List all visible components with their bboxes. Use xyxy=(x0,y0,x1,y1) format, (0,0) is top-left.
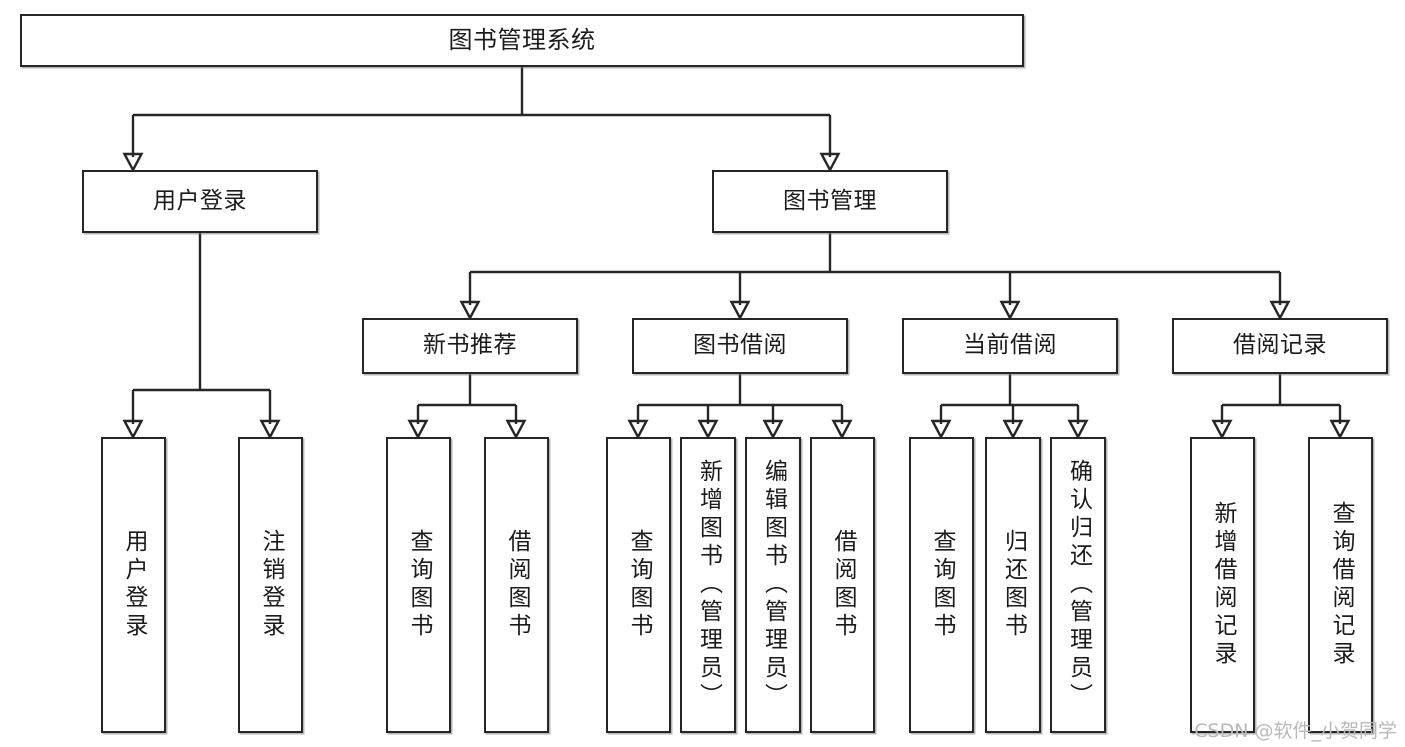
node-label: 归还图书 xyxy=(1000,529,1027,641)
arrowhead-8 xyxy=(407,419,429,440)
arrowhead-18 xyxy=(1329,419,1351,440)
arrowhead-7 xyxy=(259,419,281,440)
node-label: 查询图书 xyxy=(929,529,955,641)
node-label: 查询借阅记录 xyxy=(1328,501,1354,669)
node-label: 借阅图书 xyxy=(830,529,856,641)
arrowhead-0 xyxy=(122,152,144,173)
node-book-manage[interactable]: 图书管理 xyxy=(712,170,948,233)
arrowhead-10 xyxy=(627,419,649,440)
node-label: 用户登录 xyxy=(121,529,147,641)
node-label: 新增图书（管理员） xyxy=(695,459,722,711)
connector-group xyxy=(122,67,1351,440)
arrowhead-12 xyxy=(762,419,784,440)
node-label: 借阅图书 xyxy=(504,529,530,641)
node-leaf-add-book[interactable]: 新增图书（管理员） xyxy=(680,437,736,733)
node-leaf-confirm-return[interactable]: 确认归还（管理员） xyxy=(1050,437,1106,733)
node-label: 新增借阅记录 xyxy=(1210,501,1236,669)
node-current-borrow[interactable]: 当前借阅 xyxy=(902,318,1118,374)
node-book-borrow[interactable]: 图书借阅 xyxy=(632,318,848,374)
node-label: 图书管理 xyxy=(783,187,877,214)
node-label: 注销登录 xyxy=(258,529,284,641)
node-leaf-query-book-1[interactable]: 查询图书 xyxy=(386,437,451,733)
node-leaf-return-book[interactable]: 归还图书 xyxy=(985,437,1041,733)
node-new-book-recommend[interactable]: 新书推荐 xyxy=(362,318,578,374)
node-label: 图书管理系统 xyxy=(448,26,596,55)
arrowhead-11 xyxy=(697,419,719,440)
node-user-login[interactable]: 用户登录 xyxy=(82,170,318,233)
node-leaf-add-record[interactable]: 新增借阅记录 xyxy=(1190,437,1255,733)
node-leaf-query-book-2[interactable]: 查询图书 xyxy=(606,437,671,733)
node-label: 查询图书 xyxy=(626,529,652,641)
node-leaf-query-record[interactable]: 查询借阅记录 xyxy=(1308,437,1373,733)
arrowhead-1 xyxy=(819,152,841,173)
arrowhead-6 xyxy=(122,419,144,440)
node-leaf-logout[interactable]: 注销登录 xyxy=(238,437,303,733)
arrowhead-17 xyxy=(1211,419,1233,440)
node-leaf-user-login[interactable]: 用户登录 xyxy=(101,437,166,733)
node-root[interactable]: 图书管理系统 xyxy=(20,14,1024,67)
node-label: 借阅记录 xyxy=(1233,332,1327,359)
arrowhead-14 xyxy=(930,419,952,440)
arrowhead-4 xyxy=(999,300,1021,321)
node-label: 编辑图书（管理员） xyxy=(760,459,787,711)
node-leaf-query-book-3[interactable]: 查询图书 xyxy=(909,437,974,733)
arrowhead-16 xyxy=(1067,419,1089,440)
node-label: 新书推荐 xyxy=(423,332,517,359)
node-label: 查询图书 xyxy=(406,529,432,641)
node-label: 图书借阅 xyxy=(693,332,787,359)
node-borrow-record[interactable]: 借阅记录 xyxy=(1172,318,1388,374)
watermark-text: CSDN @软件_小贺同学 xyxy=(1194,720,1397,742)
arrowhead-9 xyxy=(505,419,527,440)
arrowhead-5 xyxy=(1269,300,1291,321)
arrowhead-3 xyxy=(729,300,751,321)
node-label: 当前借阅 xyxy=(963,332,1057,359)
node-label: 确认归还（管理员） xyxy=(1065,459,1092,711)
node-leaf-edit-book[interactable]: 编辑图书（管理员） xyxy=(745,437,801,733)
arrowhead-15 xyxy=(1002,419,1024,440)
arrowhead-2 xyxy=(459,300,481,321)
node-leaf-borrow-book-2[interactable]: 借阅图书 xyxy=(810,437,875,733)
arrowhead-13 xyxy=(831,419,853,440)
node-label: 用户登录 xyxy=(153,187,247,214)
node-leaf-borrow-book-1[interactable]: 借阅图书 xyxy=(484,437,549,733)
